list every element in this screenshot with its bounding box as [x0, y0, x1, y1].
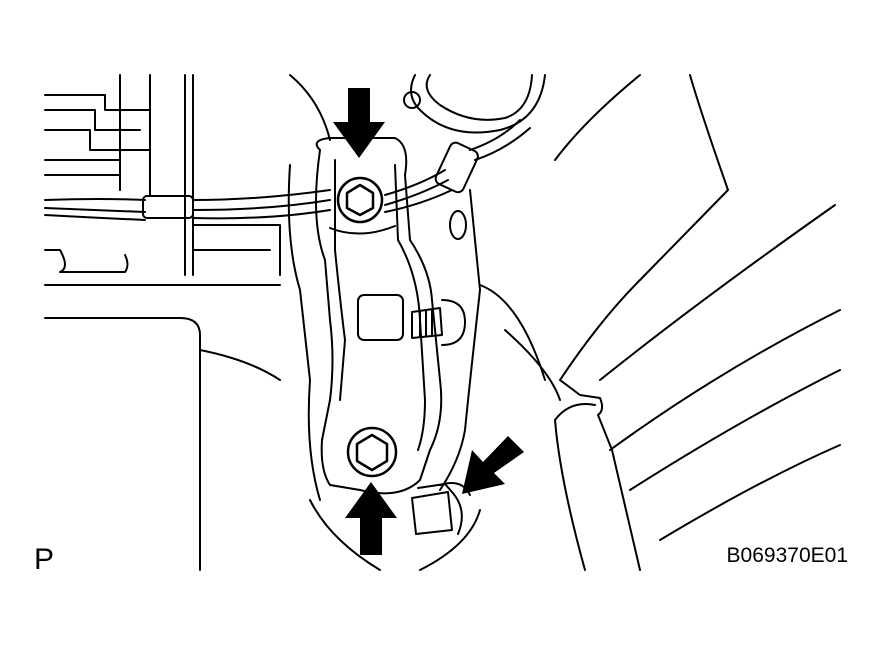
flange-bolt	[411, 482, 471, 535]
arrow-bottom-up-icon	[345, 482, 397, 555]
lower-bolt	[346, 426, 398, 478]
view-label: P	[34, 543, 55, 576]
mounting-bracket	[287, 137, 481, 501]
body-panel-right	[309, 74, 841, 571]
body-panel-left	[44, 74, 281, 571]
side-stud	[411, 299, 466, 346]
upper-bolt	[329, 176, 396, 235]
hose-upper	[289, 74, 546, 141]
wire-harness	[44, 119, 531, 221]
arrow-indicators	[333, 88, 524, 555]
arrow-right-diagonal-icon	[462, 436, 524, 494]
arrow-top-down-icon	[333, 88, 385, 158]
illustration-code: B069370E01	[726, 544, 848, 567]
